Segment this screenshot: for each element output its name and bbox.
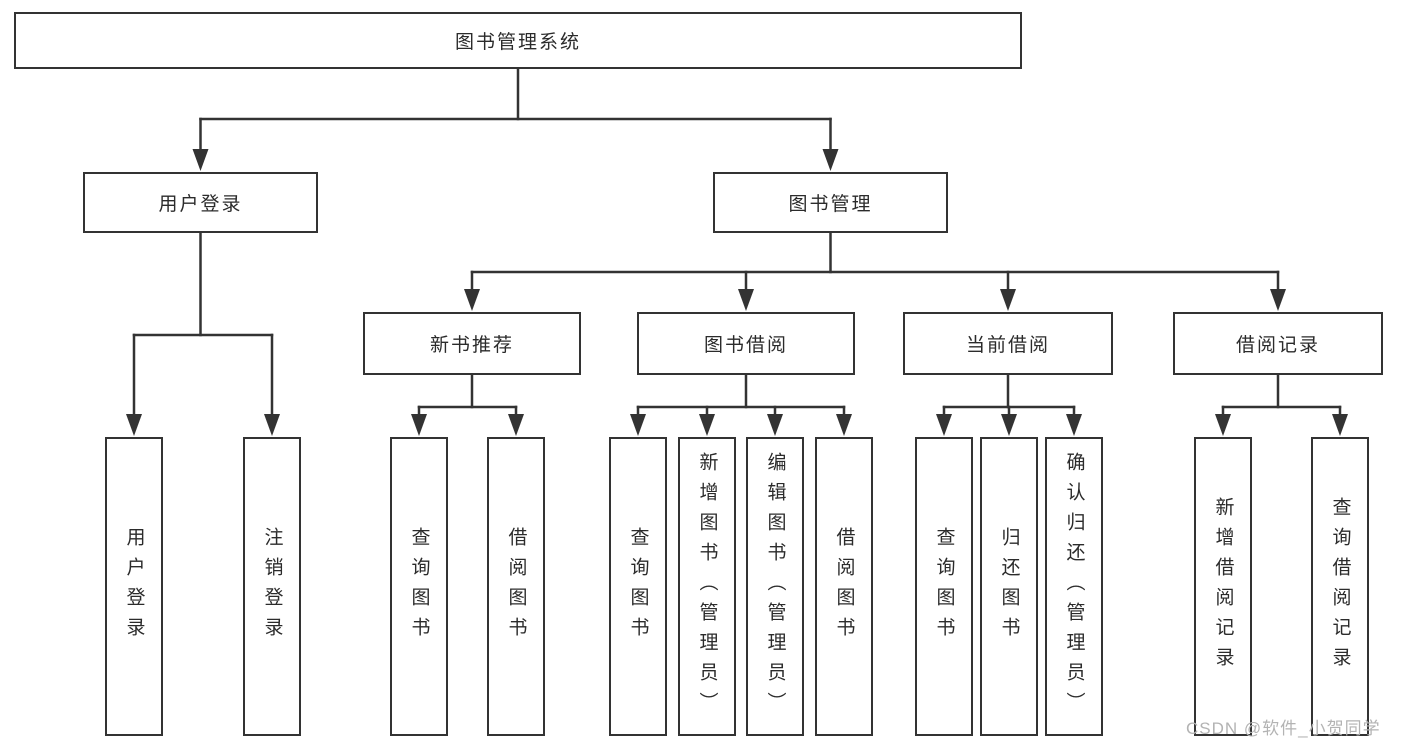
arrowhead-down-icon xyxy=(1066,414,1082,436)
leaf-add-books-admin: 新增图书（管理员） xyxy=(678,437,736,736)
leaf-query-books-recommend: 查询图书 xyxy=(390,437,448,736)
leaf-query-books-current: 查询图书 xyxy=(915,437,973,736)
leaf-add-books-admin-label: 新增图书（管理员） xyxy=(696,451,718,722)
node-book-management-label: 图书管理 xyxy=(788,194,873,215)
node-current-borrowing-label: 当前借阅 xyxy=(965,335,1050,356)
arrowhead-down-icon xyxy=(936,414,952,436)
leaf-query-books-recommend-label: 查询图书 xyxy=(408,526,430,647)
leaf-logout-login-label: 注销登录 xyxy=(261,526,283,647)
arrowhead-down-icon xyxy=(264,414,280,436)
arrowhead-down-icon xyxy=(822,149,839,171)
leaf-borrow-books-borrow-label: 借阅图书 xyxy=(833,526,855,647)
leaf-query-books-current-label: 查询图书 xyxy=(933,526,955,647)
node-borrow-records: 借阅记录 xyxy=(1173,312,1383,375)
arrowhead-down-icon xyxy=(126,414,142,436)
arrowhead-down-icon xyxy=(192,149,209,171)
arrowhead-down-icon xyxy=(836,414,852,436)
arrowhead-down-icon xyxy=(1000,289,1016,311)
leaf-return-books: 归还图书 xyxy=(980,437,1038,736)
arrowhead-down-icon xyxy=(1270,289,1286,311)
leaf-borrow-books-recommend-label: 借阅图书 xyxy=(505,526,527,647)
leaf-query-borrow-record-label: 查询借阅记录 xyxy=(1329,496,1351,677)
node-new-book-recommend: 新书推荐 xyxy=(363,312,581,375)
watermark: CSDN @软件_小贺同学 xyxy=(1186,719,1381,738)
arrowhead-down-icon xyxy=(738,289,754,311)
node-user-login-label: 用户登录 xyxy=(158,194,243,215)
node-root: 图书管理系统 xyxy=(14,12,1022,69)
node-user-login: 用户登录 xyxy=(83,172,318,233)
leaf-borrow-books-borrow: 借阅图书 xyxy=(815,437,873,736)
leaf-query-books-borrow: 查询图书 xyxy=(609,437,667,736)
leaf-user-login-label: 用户登录 xyxy=(123,526,145,647)
node-borrow-records-label: 借阅记录 xyxy=(1235,335,1320,356)
node-book-management: 图书管理 xyxy=(713,172,948,233)
node-book-borrowing-label: 图书借阅 xyxy=(703,335,788,356)
arrowhead-down-icon xyxy=(1215,414,1231,436)
node-current-borrowing: 当前借阅 xyxy=(903,312,1113,375)
leaf-edit-books-admin: 编辑图书（管理员） xyxy=(746,437,804,736)
arrowhead-down-icon xyxy=(1332,414,1348,436)
node-new-book-recommend-label: 新书推荐 xyxy=(429,335,514,356)
leaf-user-login: 用户登录 xyxy=(105,437,163,736)
leaf-add-borrow-record: 新增借阅记录 xyxy=(1194,437,1252,736)
leaf-add-borrow-record-label: 新增借阅记录 xyxy=(1212,496,1234,677)
leaf-query-books-borrow-label: 查询图书 xyxy=(627,526,649,647)
leaf-logout-login: 注销登录 xyxy=(243,437,301,736)
arrowhead-down-icon xyxy=(411,414,427,436)
arrowhead-down-icon xyxy=(767,414,783,436)
arrowhead-down-icon xyxy=(1001,414,1017,436)
arrowhead-down-icon xyxy=(464,289,480,311)
node-book-borrowing: 图书借阅 xyxy=(637,312,855,375)
leaf-edit-books-admin-label: 编辑图书（管理员） xyxy=(764,451,786,722)
leaf-borrow-books-recommend: 借阅图书 xyxy=(487,437,545,736)
leaf-return-books-label: 归还图书 xyxy=(998,526,1020,647)
node-root-label: 图书管理系统 xyxy=(454,32,581,53)
arrowhead-down-icon xyxy=(630,414,646,436)
leaf-confirm-return-admin: 确认归还（管理员） xyxy=(1045,437,1103,736)
leaf-query-borrow-record: 查询借阅记录 xyxy=(1311,437,1369,736)
arrowhead-down-icon xyxy=(699,414,715,436)
arrowhead-down-icon xyxy=(508,414,524,436)
leaf-confirm-return-admin-label: 确认归还（管理员） xyxy=(1063,451,1085,722)
